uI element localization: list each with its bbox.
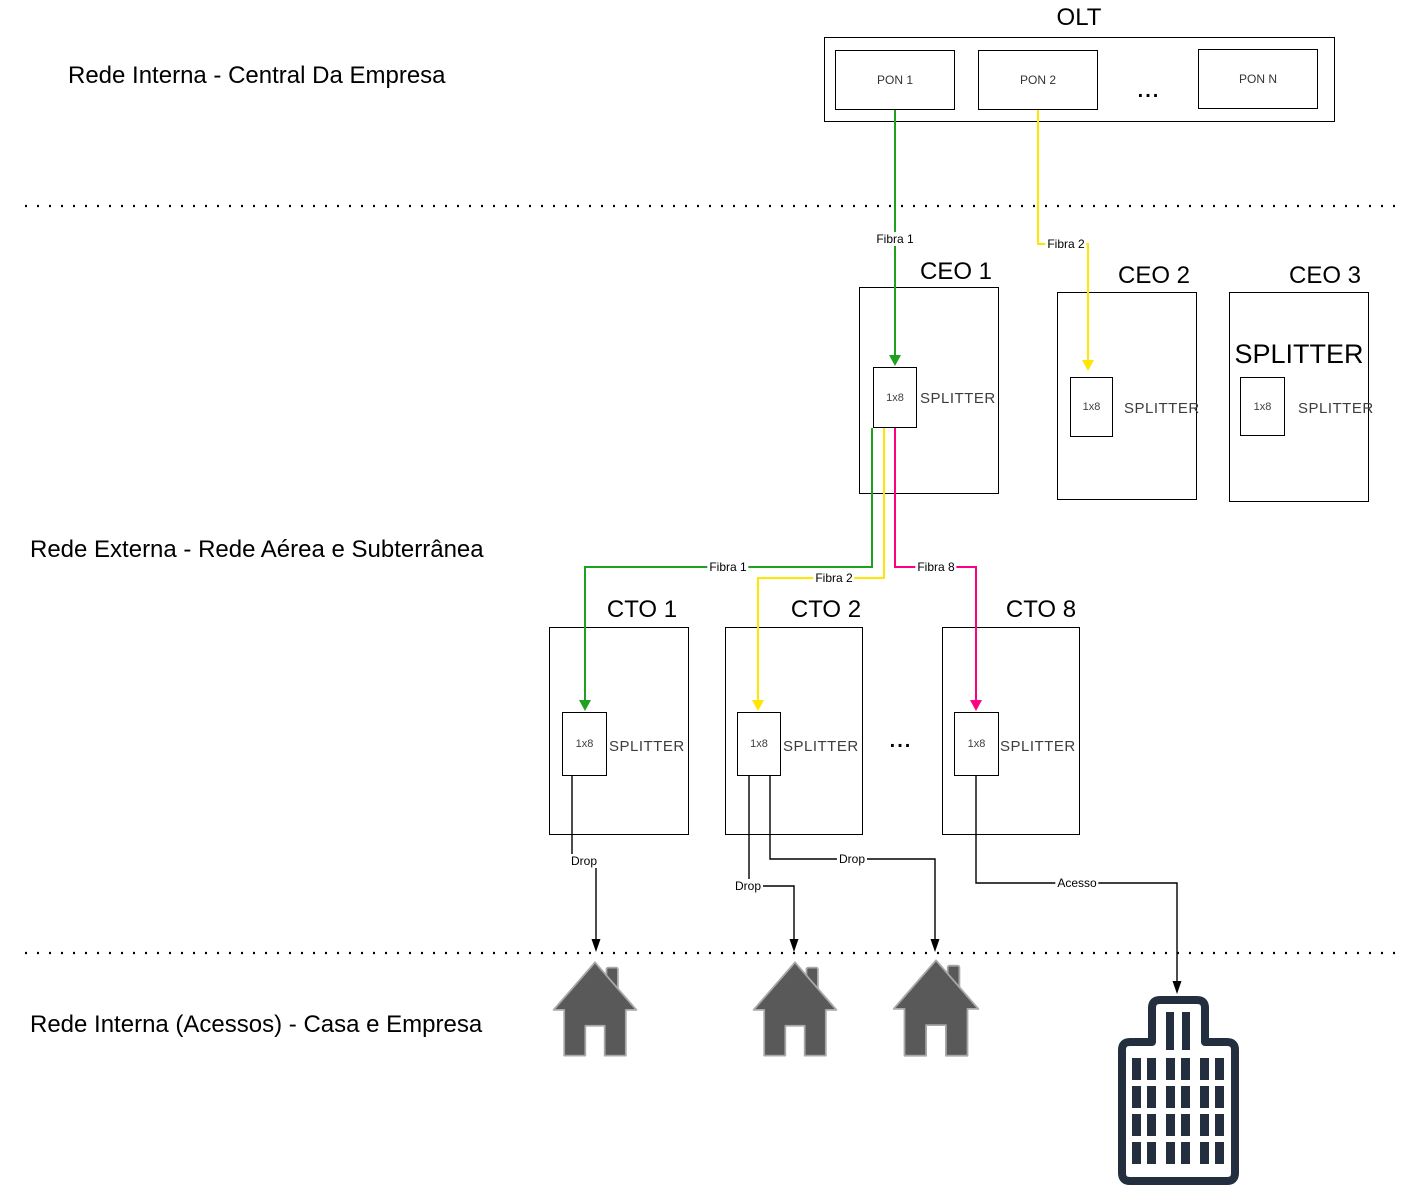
ceo3-splitter-label: SPLITTER: [1298, 400, 1374, 417]
section-label-rede-interna-acessos: Rede Interna (Acessos) - Casa e Empresa: [30, 1011, 483, 1038]
ceo2-splitter-ratio: 1x8: [1082, 401, 1101, 413]
drop1-arrowhead: [591, 939, 601, 952]
pon-ellipsis: ...: [1137, 80, 1161, 102]
drop2-arrowhead: [789, 939, 799, 952]
house2-body: [752, 961, 838, 1057]
ceo3-box: SPLITTER 1x8 SPLITTER: [1229, 292, 1373, 502]
edge-label-fibra1-mid: Fibra 1: [707, 560, 749, 574]
house-icon-2: [752, 961, 838, 1057]
cto-ellipsis: ...: [889, 730, 913, 752]
edge-label-drop3: Drop: [836, 852, 868, 866]
ceo1-splitter-ratio: 1x8: [886, 391, 904, 404]
section-label-rede-externa: Rede Externa - Rede Aérea e Subterrânea: [30, 536, 484, 563]
house-icon-1: [552, 961, 638, 1057]
ceo3-title: CEO 3: [1288, 262, 1362, 289]
cto8-title: CTO 8: [1005, 596, 1077, 623]
pon-port-1: PON 1: [835, 50, 955, 110]
cto2-splitter-ratio: 1x8: [750, 738, 768, 750]
house-icon-3: [892, 959, 980, 1057]
edge-label-fibra1-top: Fibra 1: [874, 232, 916, 246]
edge-label-fibra8-mid: Fibra 8: [915, 560, 957, 574]
cto1-splitter-label: SPLITTER: [609, 738, 685, 755]
building-icon: [1118, 996, 1239, 1185]
edge-label-drop2: Drop: [732, 879, 764, 893]
edge-label-acesso: Acesso: [1055, 876, 1099, 890]
cto1-splitter-ratio: 1x8: [575, 738, 594, 750]
fiber-cto2-arrowhead: [752, 700, 764, 711]
pon-port-n: PON N: [1198, 49, 1318, 109]
drop-cto2-to-house2: [748, 776, 795, 940]
ceo1-splitter-box: 1x8: [873, 367, 917, 428]
ceo3-splitter-ratio: 1x8: [1253, 400, 1272, 413]
pon-port-2: PON 2: [978, 50, 1098, 110]
ceo1-box: 1x8 SPLITTER: [859, 287, 999, 494]
ceo1-title: CEO 1: [919, 258, 993, 285]
olt-title: OLT: [1056, 4, 1102, 31]
cto1-title: CTO 1: [606, 596, 678, 623]
cto8-box: 1x8 SPLITTER: [942, 627, 1080, 835]
fiber-cto1-arrowhead: [579, 700, 591, 711]
cto1-box: 1x8 SPLITTER: [549, 627, 689, 835]
building-windows: [1132, 1012, 1224, 1164]
house3-body: [892, 959, 980, 1057]
ceo3-splitter-heading: SPLITTER: [1234, 339, 1364, 369]
ceo2-splitter-label: SPLITTER: [1124, 400, 1200, 417]
fiber-pon1-arrowhead: [889, 355, 901, 366]
ceo3-splitter-box: 1x8: [1240, 377, 1285, 436]
cto8-splitter-label: SPLITTER: [1000, 738, 1076, 755]
cto8-splitter-ratio: 1x8: [967, 738, 986, 750]
edge-label-fibra2-mid: Fibra 2: [813, 571, 855, 585]
edge-label-drop1: Drop: [568, 854, 600, 868]
cto1-splitter-box: 1x8: [562, 712, 607, 776]
ceo2-title: CEO 2: [1117, 262, 1191, 289]
cto2-splitter-box: 1x8: [737, 712, 781, 776]
ceo2-splitter-box: 1x8: [1070, 377, 1113, 437]
acesso-arrowhead: [1172, 981, 1182, 994]
olt-box: PON 1 PON 2 ... PON N: [824, 37, 1335, 122]
fiber-pon2-arrowhead: [1082, 360, 1094, 371]
cto2-box: 1x8 SPLITTER: [725, 627, 863, 835]
house1-body: [552, 961, 638, 1057]
edge-label-fibra2-top: Fibra 2: [1045, 237, 1087, 251]
drop3-arrowhead: [930, 939, 940, 952]
ceo1-splitter-label: SPLITTER: [920, 390, 996, 407]
fiber-pon2-to-ceo2: [1037, 110, 1089, 361]
fiber-cto8-arrowhead: [970, 700, 982, 711]
fiber-ceo1-to-cto2: [757, 428, 885, 701]
section-label-rede-interna-central: Rede Interna - Central Da Empresa: [68, 62, 446, 89]
cto2-splitter-label: SPLITTER: [783, 738, 859, 755]
cto2-title: CTO 2: [790, 596, 862, 623]
ceo2-box: 1x8 SPLITTER: [1057, 292, 1200, 500]
cto8-splitter-box: 1x8: [954, 712, 999, 776]
